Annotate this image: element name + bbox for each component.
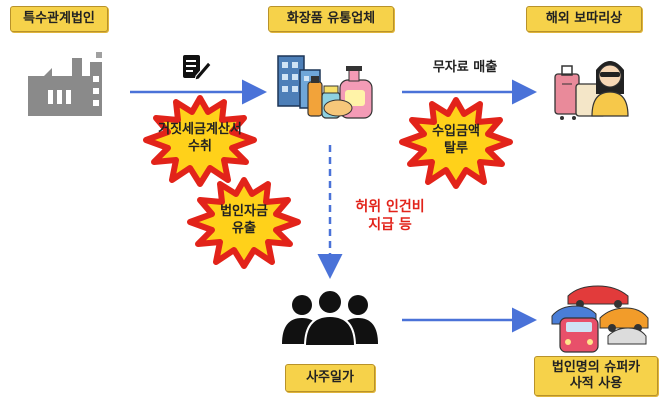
fake-invoice-burst	[143, 95, 257, 187]
burst-text-import-evasion: 수입금액 탈루	[414, 124, 498, 158]
burst-text-fake-invoice-line1: 거짓세금계산서	[158, 122, 242, 137]
edge-label-false-labor: 허위 인건비 지급 등	[340, 198, 440, 234]
label-owner-family-text: 사주일가	[306, 369, 354, 385]
burst-text-import-evasion-line2: 탈루	[444, 140, 468, 156]
label-supercar-line2: 사적 사용	[569, 376, 623, 391]
supercars-icon	[551, 285, 649, 353]
edge-label-no-record-sales-text: 무자료 매출	[432, 60, 498, 75]
people-group-icon	[282, 289, 378, 347]
burst-text-corporate-outflow-line1: 법인자금	[220, 204, 268, 219]
burst-text-import-evasion-line1: 수입금액	[432, 124, 480, 139]
cosmetics-store-icon	[277, 55, 373, 119]
import-evasion-burst	[399, 97, 513, 189]
edge-label-false-labor-line2: 지급 등	[368, 217, 412, 234]
edge-label-false-labor-line1: 허위 인건비	[355, 199, 425, 215]
label-special-entity: 특수관계법인	[10, 6, 108, 32]
burst-text-corporate-outflow-line2: 유출	[232, 220, 256, 236]
label-overseas-peddler: 해외 보따리상	[526, 6, 642, 32]
label-supercar-line1: 법인명의 슈퍼카	[551, 359, 641, 375]
burst-text-corporate-outflow: 법인자금 유출	[202, 204, 286, 238]
edge-label-no-record-sales: 무자료 매출	[410, 60, 520, 77]
traveler-luggage-icon	[554, 61, 629, 120]
label-owner-family: 사주일가	[285, 364, 375, 392]
label-distributor: 화장품 유통업체	[268, 6, 394, 32]
label-distributor-text: 화장품 유통업체	[286, 10, 376, 26]
label-supercar: 법인명의 슈퍼카 사적 사용	[534, 356, 658, 396]
label-special-entity-text: 특수관계법인	[23, 10, 95, 26]
factory-icon	[28, 52, 102, 116]
document-edit-icon	[183, 55, 212, 81]
corporate-outflow-burst	[187, 177, 301, 269]
burst-text-fake-invoice-line2: 수취	[188, 138, 212, 154]
burst-text-fake-invoice: 거짓세금계산서 수취	[138, 122, 262, 156]
label-overseas-peddler-text: 해외 보따리상	[545, 10, 623, 26]
